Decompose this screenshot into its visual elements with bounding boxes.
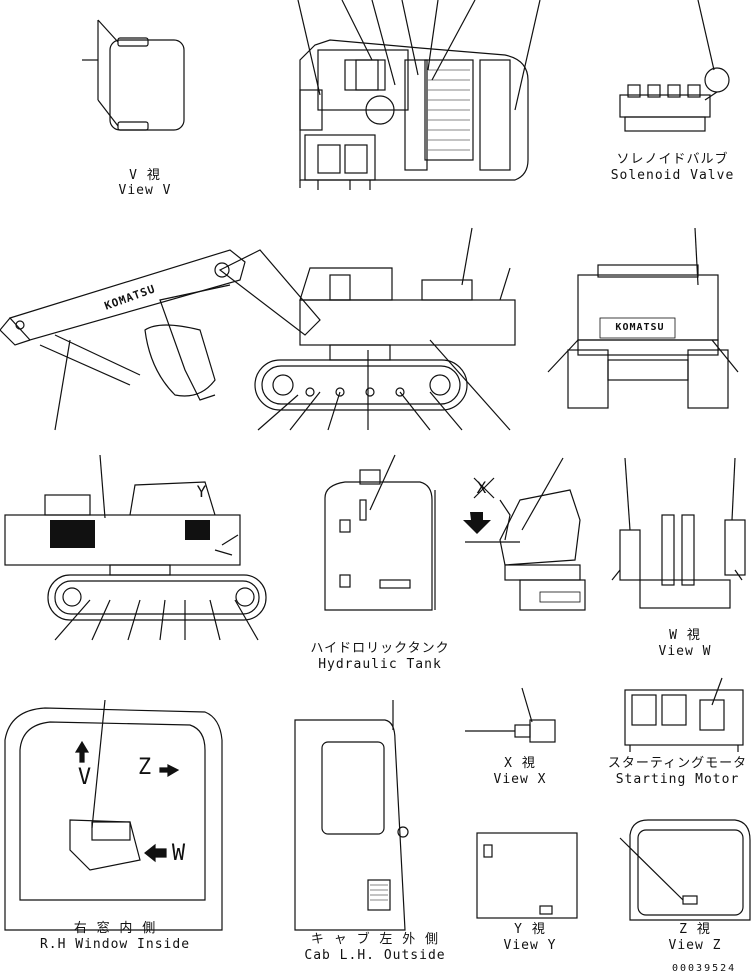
rh-window-inside-drawing — [4, 699, 223, 931]
cab-lh-caption-jp: キ ャ ブ 左 外 側 — [310, 932, 440, 947]
rear-logo-text: KOMATSU — [615, 322, 665, 333]
view-x-caption-en: View X — [493, 772, 547, 787]
marker-w: W — [171, 841, 187, 866]
view-v-caption-jp: V 視 — [129, 168, 161, 183]
marker-x: X — [476, 478, 488, 497]
hydraulic-tank-drawing — [324, 454, 436, 611]
cab-lh-caption-en: Cab L.H. Outside — [304, 948, 446, 963]
top-view-machine — [297, 0, 541, 190]
solenoid-caption-en: Solenoid Valve — [610, 168, 735, 183]
view-w-drawing — [611, 457, 746, 609]
view-z-caption-en: View Z — [668, 938, 722, 953]
marker-y: Y — [196, 482, 208, 501]
view-z-caption-jp: Z 視 — [679, 922, 711, 937]
cab-lh-outside-drawing — [294, 700, 409, 931]
document-number: 00039524 — [672, 963, 737, 974]
tank-caption-en: Hydraulic Tank — [318, 657, 442, 672]
view-y-caption-jp: Y 視 — [514, 922, 546, 937]
view-w-caption-en: View W — [658, 644, 712, 659]
rear-view-machine — [547, 227, 739, 409]
solenoid-caption-jp: ソレノイドバルブ — [616, 152, 729, 167]
view-v-decal — [82, 19, 185, 131]
rh-window-caption-jp: 右 窓 内 側 — [73, 921, 157, 936]
view-y-decal — [476, 832, 578, 919]
tank-caption-jp: ハイドロリックタンク — [310, 641, 450, 656]
solenoid-valve-drawing — [619, 0, 730, 132]
side-view-excavator — [0, 227, 516, 431]
marker-v: V — [77, 765, 93, 790]
starting-motor-caption-en: Starting Motor — [615, 772, 740, 787]
view-y-caption-en: View Y — [503, 938, 557, 953]
view-v-caption-en: View V — [118, 183, 172, 198]
view-w-caption-jp: W 視 — [669, 628, 701, 643]
side-view-upper-structure — [4, 454, 267, 641]
view-x-drawing — [465, 687, 556, 743]
marker-z: Z — [137, 755, 153, 780]
starting-motor-drawing — [624, 677, 744, 752]
rh-window-caption-en: R.H Window Inside — [39, 937, 191, 952]
console-view-drawing — [463, 457, 586, 611]
view-x-caption-jp: X 視 — [504, 756, 536, 771]
starting-motor-caption-jp: スターティングモータ — [607, 756, 748, 771]
view-z-drawing — [619, 819, 751, 921]
